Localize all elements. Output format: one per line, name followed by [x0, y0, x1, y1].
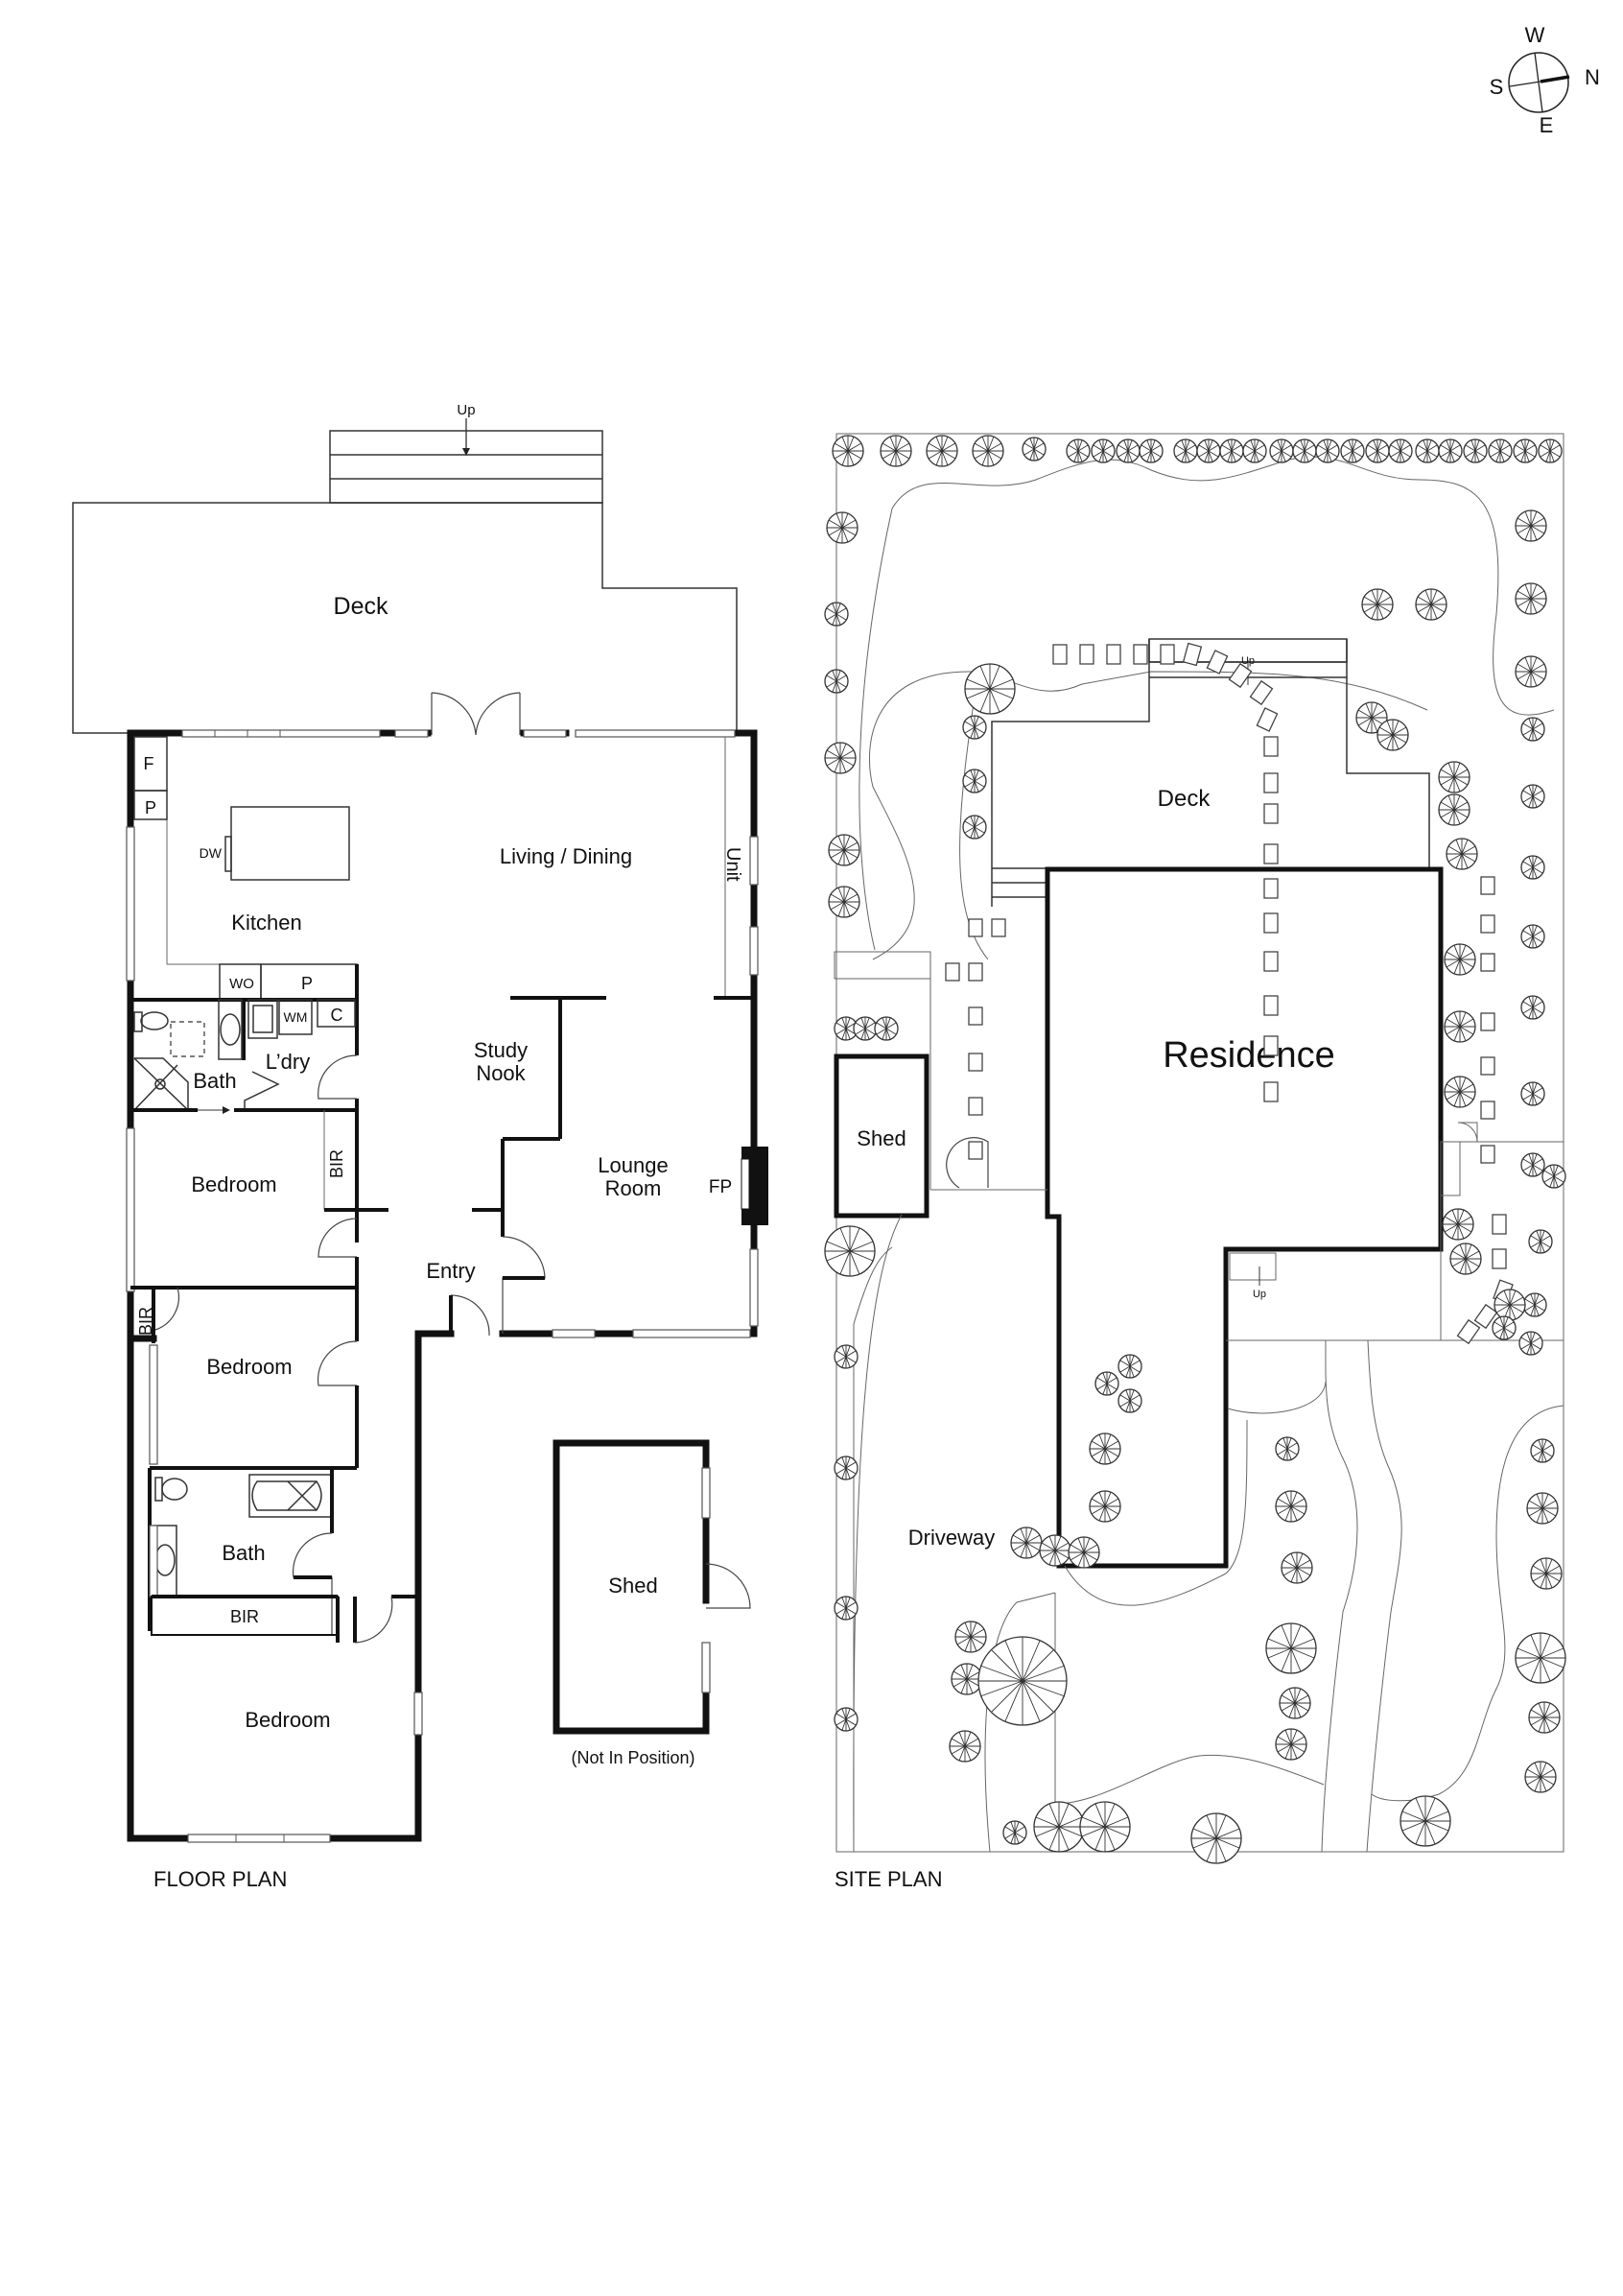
- stepping-stones: [945, 642, 1514, 1345]
- window: [749, 1248, 759, 1327]
- compass-south-label: S: [1490, 75, 1504, 99]
- room-label-bedroom-3: Bedroom: [245, 1708, 330, 1732]
- site-plan: Deck Up Residence Up Shed Driveway: [824, 433, 1566, 1891]
- kitchen-island: [230, 806, 350, 881]
- room-label-lounge-2: Room: [605, 1176, 662, 1200]
- window: [126, 826, 135, 982]
- site-shed-label: Shed: [857, 1126, 906, 1150]
- pantry-small: [133, 790, 168, 820]
- washing-machine-label: WM: [284, 1009, 308, 1025]
- room-label-bedroom-1: Bedroom: [191, 1172, 276, 1196]
- room-label-kitchen: Kitchen: [231, 911, 301, 935]
- door-swing: [318, 1054, 358, 1100]
- site-front-up-label: Up: [1253, 1289, 1266, 1300]
- room-label-bath-1: Bath: [193, 1069, 236, 1093]
- site-deck-label: Deck: [1158, 786, 1211, 812]
- floor-plan: Up Deck Unit F: [72, 402, 768, 1891]
- sink-tub: [247, 999, 278, 1039]
- shower-icon: [133, 1057, 189, 1111]
- room-label-laundry: L’dry: [266, 1050, 310, 1074]
- window: [126, 1127, 135, 1292]
- vanity-dashed: [170, 1021, 205, 1057]
- pantry-label: P: [301, 974, 313, 993]
- compass-east-label: E: [1540, 113, 1554, 137]
- floor-plan-title: FLOOR PLAN: [153, 1867, 287, 1891]
- fireplace-label: FP: [709, 1177, 732, 1197]
- residence-label: Residence: [1163, 1035, 1335, 1076]
- bir-label-2: BIR: [136, 1307, 155, 1336]
- room-label-living-dining: Living / Dining: [500, 844, 632, 868]
- unit-label: Unit: [722, 847, 743, 882]
- compass-north-label: N: [1585, 65, 1600, 89]
- deck-stairs-up-label: Up: [457, 402, 475, 418]
- toilet-icon: [140, 1011, 169, 1030]
- basin-icon: [154, 1544, 176, 1576]
- window: [749, 836, 759, 886]
- room-label-study-1: Study: [474, 1038, 528, 1062]
- shed-floor-plan: Shed (Not In Position): [553, 1439, 751, 1767]
- site-deck-up-label: Up: [1241, 655, 1255, 667]
- pantry-small-label: P: [145, 798, 156, 817]
- window: [181, 729, 381, 738]
- compass-icon: W N S E: [1490, 23, 1600, 137]
- window: [413, 1692, 423, 1736]
- window: [187, 1834, 331, 1843]
- cupboard-label: C: [331, 1006, 343, 1025]
- room-label-bath-2: Bath: [222, 1541, 265, 1565]
- room-label-study-2: Nook: [476, 1061, 526, 1085]
- room-label-lounge-1: Lounge: [598, 1153, 668, 1177]
- door-swing: [292, 1532, 333, 1635]
- wall-oven-label: WO: [229, 976, 254, 992]
- room-label-deck: Deck: [334, 593, 388, 620]
- window: [632, 1329, 751, 1338]
- driveway-label: Driveway: [908, 1526, 995, 1550]
- deck-stairs: Up: [329, 402, 603, 504]
- window: [149, 1525, 158, 1598]
- arrow-right-icon: [223, 1106, 230, 1114]
- window: [749, 926, 759, 976]
- window: [523, 729, 567, 738]
- dishwasher-label: DW: [200, 845, 223, 861]
- bir-label-1: BIR: [327, 1149, 346, 1178]
- fridge-label: F: [144, 754, 154, 773]
- front-door-swing: [450, 1294, 490, 1337]
- room-label-bedroom-2: Bedroom: [206, 1355, 292, 1379]
- compass-west-label: W: [1525, 23, 1545, 47]
- door-swing: [502, 1236, 546, 1334]
- window: [394, 729, 429, 738]
- arrow-down-icon: [462, 448, 470, 456]
- site-shed: [834, 1053, 929, 1219]
- basin-icon: [220, 1013, 241, 1046]
- window: [552, 1329, 596, 1338]
- dishwasher: [224, 836, 232, 872]
- cupboard: [317, 999, 356, 1028]
- shed-label: Shed: [608, 1574, 657, 1598]
- window: [149, 1344, 158, 1465]
- site-plan-title: SITE PLAN: [835, 1867, 942, 1891]
- residence-outline: [1045, 866, 1444, 1569]
- room-label-entry: Entry: [426, 1259, 475, 1283]
- window: [575, 729, 736, 738]
- door-swing: [317, 1340, 358, 1386]
- door-swing: [318, 1218, 358, 1258]
- toilet-icon: [161, 1478, 188, 1501]
- french-doors: [431, 692, 521, 736]
- washing-machine: [278, 999, 313, 1035]
- bir-label-3: BIR: [230, 1607, 259, 1626]
- shed-note: (Not In Position): [571, 1748, 694, 1767]
- deck-outline: [72, 502, 738, 734]
- door-swing: [354, 1596, 393, 1644]
